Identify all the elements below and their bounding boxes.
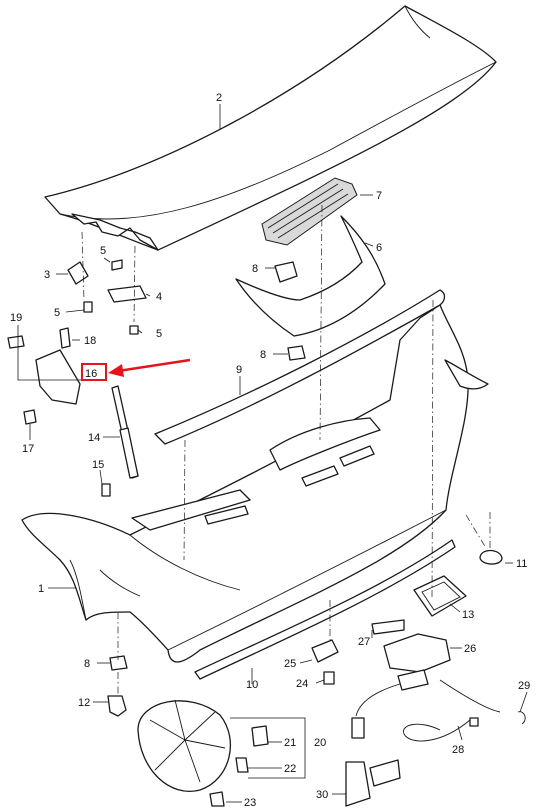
callout-9: 9	[236, 364, 242, 376]
callout-24: 24	[296, 678, 308, 690]
callout-30: 30	[316, 789, 328, 801]
callout-10: 10	[246, 679, 258, 691]
callout-19: 19	[10, 312, 22, 324]
gas-strut-and-hinge-parts	[7, 327, 139, 497]
callout-7: 7	[376, 190, 382, 202]
callout-5-top: 5	[100, 245, 106, 257]
callout-8-mid: 8	[260, 349, 266, 361]
callout-numbers: 2 7 6 5 3 8 4 5 19 5 18 8 16 9 14 17 15 …	[10, 92, 530, 809]
cap-and-clip-parts	[107, 549, 503, 717]
highlight-arrow-head	[108, 364, 124, 377]
callout-27: 27	[358, 636, 370, 648]
spoiler-frame-part	[235, 215, 386, 337]
callout-8-bottom: 8	[84, 658, 90, 670]
callout-23: 23	[244, 797, 256, 809]
callout-14: 14	[88, 432, 100, 444]
callout-20: 20	[314, 737, 326, 749]
assembly-guide-lines	[81, 204, 491, 696]
spoiler-lip-strip-part	[154, 289, 446, 445]
callout-25: 25	[284, 658, 296, 670]
grommet-parts	[109, 261, 306, 671]
rear-wing-upper-part	[44, 5, 497, 251]
callout-11: 11	[516, 558, 527, 570]
callout-15: 15	[92, 459, 104, 471]
callout-6: 6	[376, 242, 382, 254]
callout-21: 21	[284, 737, 296, 749]
callout-22: 22	[284, 763, 296, 775]
highlight-box	[81, 363, 107, 381]
callout-18: 18	[84, 335, 96, 347]
callout-29: 29	[518, 680, 530, 692]
bracket-parts	[67, 259, 147, 335]
rear-lid-lower-part	[21, 304, 489, 663]
callout-leader-lines	[17, 104, 528, 803]
callout-3: 3	[44, 269, 50, 281]
spoiler-grille-part	[261, 177, 358, 246]
callout-13: 13	[462, 609, 474, 621]
callout-26: 26	[464, 643, 476, 655]
callout-16: 16	[85, 368, 97, 380]
callout-2: 2	[216, 92, 222, 104]
callout-5-right: 5	[156, 328, 162, 340]
callout-8-top: 8	[252, 263, 258, 275]
callout-4: 4	[156, 291, 162, 303]
callout-5-left: 5	[54, 307, 60, 319]
rear-seal-strip-part	[194, 539, 456, 680]
callout-17: 17	[22, 443, 34, 455]
highlight-part-16	[81, 358, 191, 381]
highlight-arrow-shaft	[117, 358, 191, 373]
callout-28: 28	[452, 744, 464, 756]
callout-1: 1	[38, 583, 44, 595]
lock-latch-and-cable-parts	[311, 619, 526, 807]
fan-motor-part	[137, 699, 269, 807]
callout-12: 12	[78, 697, 90, 709]
